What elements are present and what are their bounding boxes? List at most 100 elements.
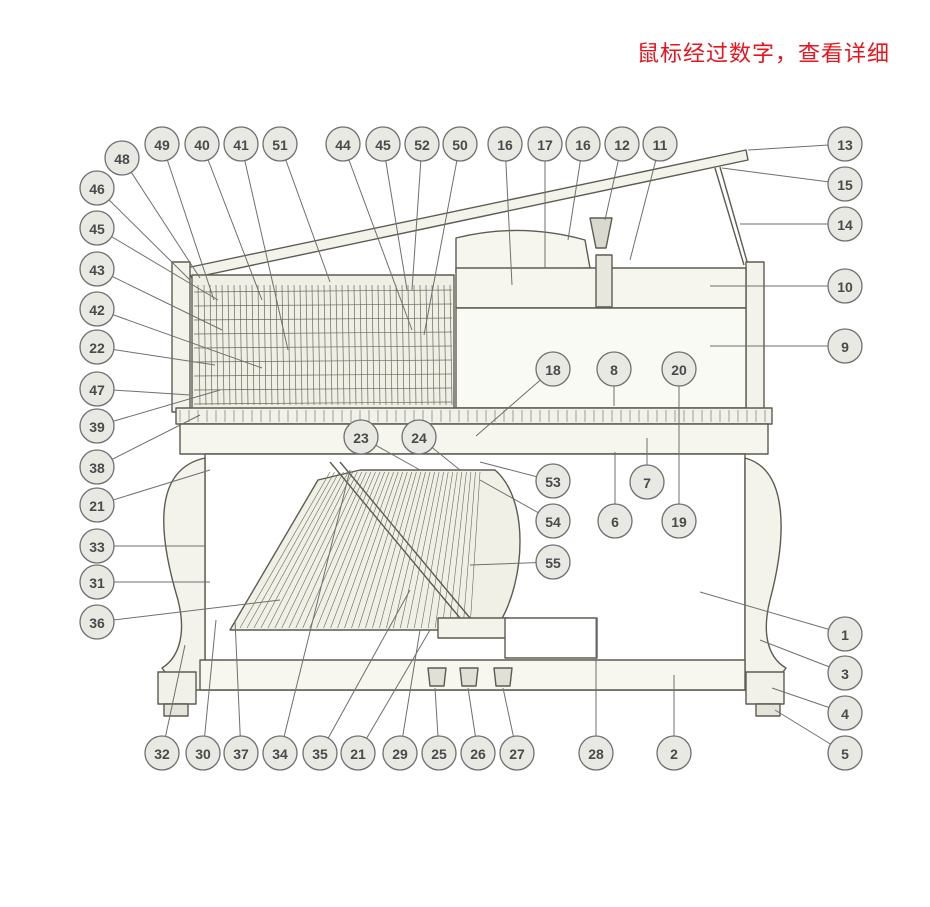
- callout-marker[interactable]: 26: [460, 735, 496, 771]
- callout-marker[interactable]: 54: [535, 503, 571, 539]
- callout-marker[interactable]: 39: [79, 408, 115, 444]
- leader-line: [319, 589, 411, 754]
- callout-marker[interactable]: 15: [827, 166, 863, 202]
- callout-marker[interactable]: 28: [578, 735, 614, 771]
- callout-number: 11: [653, 137, 668, 153]
- callout-marker[interactable]: 2: [656, 735, 692, 771]
- callout-marker[interactable]: 31: [79, 564, 115, 600]
- callout-circle: [79, 371, 115, 407]
- callout-circle: [827, 268, 863, 304]
- callout-marker[interactable]: 55: [535, 544, 571, 580]
- callout-marker[interactable]: 4: [827, 695, 863, 731]
- callout-circle: [184, 126, 220, 162]
- leader-line: [411, 143, 423, 291]
- callout-marker[interactable]: 22: [79, 329, 115, 365]
- callout-marker[interactable]: 29: [382, 735, 418, 771]
- callout-marker[interactable]: 11: [642, 126, 678, 162]
- callout-marker[interactable]: 21: [79, 487, 115, 523]
- callout-number: 53: [545, 474, 561, 490]
- callout-marker[interactable]: 52: [404, 126, 440, 162]
- callout-marker[interactable]: 46: [79, 170, 115, 206]
- callout-marker[interactable]: 32: [144, 735, 180, 771]
- callout-marker[interactable]: 50: [442, 126, 478, 162]
- callout-marker[interactable]: 33: [79, 528, 115, 564]
- callout-marker[interactable]: 47: [79, 371, 115, 407]
- callout-number: 17: [537, 137, 553, 153]
- leader-line: [382, 143, 408, 291]
- callout-marker[interactable]: 51: [262, 126, 298, 162]
- callout-marker[interactable]: 6: [597, 503, 633, 539]
- callout-circle: [262, 126, 298, 162]
- callout-marker[interactable]: 12: [604, 126, 640, 162]
- callout-marker[interactable]: 25: [421, 735, 457, 771]
- callout-marker[interactable]: 14: [827, 206, 863, 242]
- leader-line: [279, 469, 351, 754]
- callout-marker[interactable]: 10: [827, 268, 863, 304]
- callout-number: 55: [545, 555, 561, 571]
- callout-marker[interactable]: 42: [79, 291, 115, 327]
- callout-number: 12: [614, 137, 630, 153]
- callout-marker[interactable]: 43: [79, 251, 115, 287]
- callout-marker[interactable]: 44: [325, 126, 361, 162]
- callout-marker[interactable]: 27: [499, 735, 535, 771]
- callout-marker[interactable]: 1: [827, 616, 863, 652]
- callout-marker[interactable]: 3: [827, 655, 863, 691]
- callout-marker[interactable]: 41: [223, 126, 259, 162]
- callout-marker[interactable]: 21: [340, 735, 376, 771]
- callout-number: 35: [312, 746, 328, 762]
- callout-number: 9: [841, 339, 849, 355]
- key-slip: [175, 407, 773, 425]
- callout-marker[interactable]: 45: [365, 126, 401, 162]
- callout-marker[interactable]: 7: [629, 464, 665, 500]
- callout-marker[interactable]: 37: [223, 735, 259, 771]
- callout-circle: [442, 126, 478, 162]
- callout-circle: [827, 166, 863, 202]
- callout-number: 10: [837, 279, 853, 295]
- callout-circle: [527, 126, 563, 162]
- callout-marker[interactable]: 49: [144, 126, 180, 162]
- leader-line: [96, 308, 263, 369]
- callout-circle: [827, 655, 863, 691]
- callout-marker[interactable]: 24: [401, 419, 437, 455]
- callout-circle: [340, 735, 376, 771]
- callout-marker[interactable]: 13: [827, 126, 863, 162]
- callout-marker[interactable]: 38: [79, 449, 115, 485]
- leader-line: [96, 469, 211, 506]
- callout-number: 20: [671, 362, 687, 378]
- callout-marker[interactable]: 20: [661, 351, 697, 387]
- callout-marker[interactable]: 16: [565, 126, 601, 162]
- callout-marker[interactable]: 35: [302, 735, 338, 771]
- callout-marker[interactable]: 5: [827, 735, 863, 771]
- callout-marker[interactable]: 17: [527, 126, 563, 162]
- callout-number: 39: [89, 419, 105, 435]
- callout-number: 4: [841, 706, 849, 722]
- callout-number: 45: [375, 137, 391, 153]
- callout-number: 30: [195, 746, 211, 762]
- callout-marker[interactable]: 16: [487, 126, 523, 162]
- callout-marker[interactable]: 45: [79, 210, 115, 246]
- callout-number: 52: [414, 137, 430, 153]
- callout-number: 6: [611, 514, 619, 530]
- callout-marker[interactable]: 18: [535, 351, 571, 387]
- callout-circle: [827, 206, 863, 242]
- leader-line: [96, 389, 221, 427]
- callout-circle: [661, 503, 697, 539]
- callout-marker[interactable]: 19: [661, 503, 697, 539]
- callout-number: 15: [837, 177, 853, 193]
- callout-marker[interactable]: 9: [827, 328, 863, 364]
- callout-marker[interactable]: 36: [79, 604, 115, 640]
- callout-circle: [596, 351, 632, 387]
- callout-marker[interactable]: 53: [535, 463, 571, 499]
- callout-marker[interactable]: 34: [262, 735, 298, 771]
- callout-marker[interactable]: 40: [184, 126, 220, 162]
- callout-circle: [144, 735, 180, 771]
- callout-circle: [460, 735, 496, 771]
- callout-marker[interactable]: 48: [104, 140, 140, 176]
- callout-marker[interactable]: 23: [343, 419, 379, 455]
- callout-marker[interactable]: 30: [185, 735, 221, 771]
- leader-line: [96, 187, 191, 281]
- callout-number: 7: [643, 475, 651, 491]
- callout-number: 3: [841, 666, 849, 682]
- leader-line: [161, 143, 215, 301]
- callout-marker[interactable]: 8: [596, 351, 632, 387]
